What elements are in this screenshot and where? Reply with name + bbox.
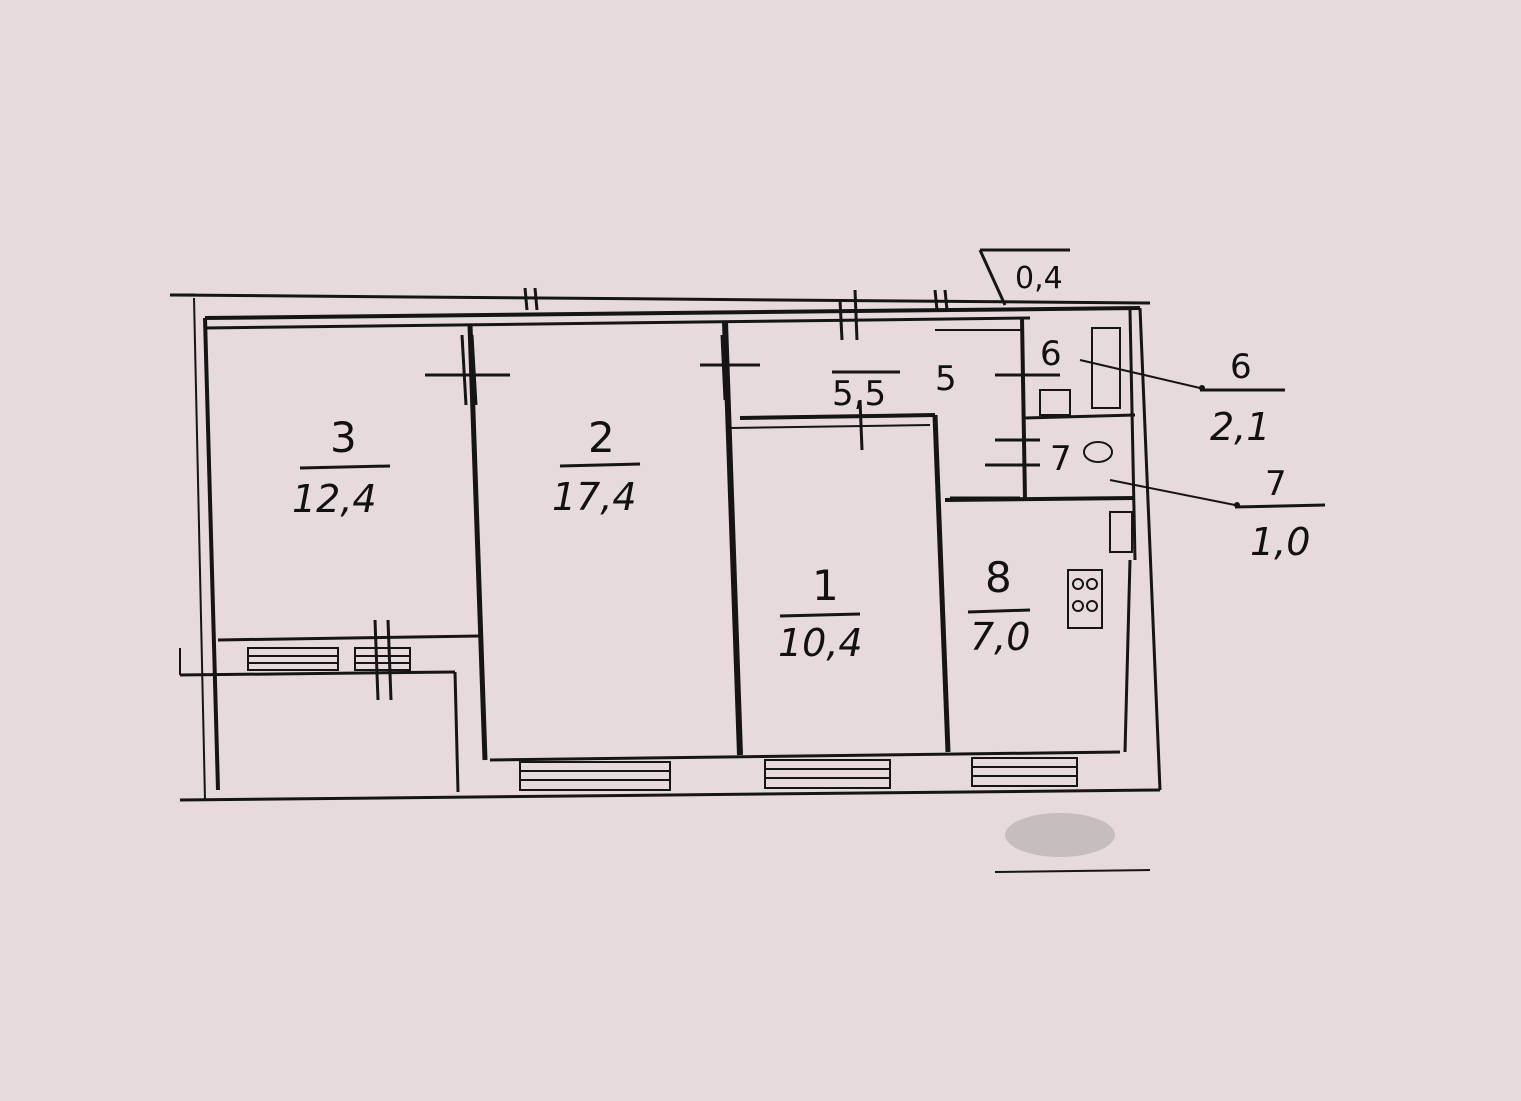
callout-7-number: 7 [1265, 464, 1287, 504]
windows [247, 647, 1078, 791]
room-5-label: 5,5 5 [832, 359, 957, 414]
room-1-label: 1 10,4 [778, 561, 863, 665]
room-1-area: 10,4 [778, 621, 863, 665]
room-8-label: 8 7,0 [967, 553, 1030, 659]
room-1-number: 1 [812, 561, 839, 610]
room-8-area: 7,0 [970, 615, 1030, 659]
room-3-number: 3 [330, 413, 357, 462]
callout-7-area: 1,0 [1250, 520, 1310, 564]
room-2-number: 2 [588, 413, 615, 462]
bathtub-icon [1091, 327, 1121, 409]
top-dimension: 0,4 [978, 248, 1070, 306]
room-2-label: 2 17,4 [552, 413, 641, 519]
door-marks [170, 287, 1060, 701]
room-6-number: 6 [1040, 334, 1062, 374]
callout-6-number: 6 [1230, 347, 1252, 387]
room-2-area: 17,4 [552, 475, 637, 519]
room-5-number: 5 [935, 359, 957, 399]
room-8-number: 8 [985, 553, 1012, 602]
stove-icon [1067, 569, 1103, 629]
room-3-area: 12,4 [292, 477, 377, 521]
fixtures [1039, 327, 1133, 629]
toilet-icon [1083, 441, 1113, 463]
callout-6-area: 2,1 [1210, 405, 1270, 449]
callout-7: 7 1,0 [1109, 464, 1326, 564]
room-7-number: 7 [1050, 439, 1072, 479]
room-3-label: 3 12,4 [292, 413, 391, 521]
callout-6: 6 2,1 [1079, 347, 1285, 449]
smudged-stamp [994, 813, 1151, 873]
walls [174, 293, 1162, 802]
room-5-area: 5,5 [832, 374, 886, 414]
top-dimension-value: 0,4 [1015, 261, 1063, 296]
